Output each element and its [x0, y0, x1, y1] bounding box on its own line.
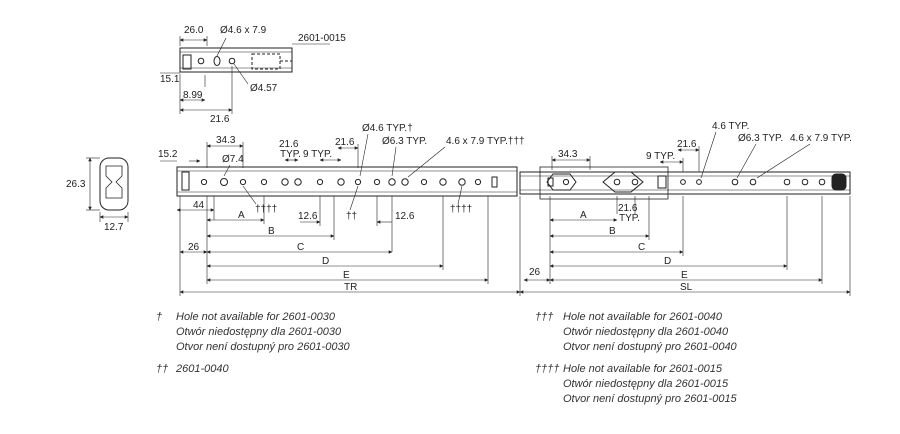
rail-left-typ: TYP. [280, 149, 301, 160]
note-line: Otvor není dostupný pro 2601-0040 [563, 341, 737, 353]
note-line: Otvor není dostupný pro 2601-0030 [176, 341, 350, 353]
note-line: Otwór niedostępny dla 2601-0015 [563, 378, 729, 390]
note-mark: † [156, 311, 163, 323]
note-line: Hole not available for 2601-0030 [176, 311, 336, 323]
rail-left-label-c: C [297, 242, 304, 253]
detail-hole-label: Ø4.6 x 7.9 [220, 25, 267, 36]
rail-left-hole-46: Ø4.6 TYP.† [362, 123, 413, 134]
rail-right-label-sl: SL [680, 282, 693, 293]
rail-left-dim-9-typ: 9 TYP. [303, 149, 332, 160]
rail-right-label-d: D [664, 256, 671, 267]
section-height: 26.3 [66, 179, 86, 190]
rail-left-mark-a: †††† [255, 204, 277, 215]
rail-left-dim-15-2: 15.2 [158, 149, 178, 160]
rail-left-dim-12-6a: 12.6 [298, 211, 318, 222]
note-line: Hole not available for 2601-0015 [563, 363, 723, 375]
rail-right-dim-34-3: 34.3 [558, 149, 578, 160]
rail-left-dimensions [160, 133, 521, 296]
rail-right-label-a: A [580, 210, 587, 221]
rail-right-body [519, 166, 851, 200]
rail-left-dim-21-6b: 21.6 [335, 137, 355, 148]
notes-left: † Hole not available for 2601-0030 Otwór… [156, 310, 350, 377]
rail-right-dim-21-6-typ: 21.6 [618, 203, 638, 214]
rail-left-slot: 4.6 x 7.9 TYP.††† [446, 136, 525, 147]
detail-dim-21-6: 21.6 [210, 114, 230, 125]
detail-dim-15-1: 15.1 [160, 74, 180, 85]
note-line: Otvor není dostupný pro 2601-0015 [563, 393, 737, 405]
detail-view [160, 36, 330, 114]
note-line: 2601-0040 [176, 363, 229, 375]
rail-right-dim-9-typ: 9 TYP. [646, 151, 675, 162]
rail-left-dim-12-6b: 12.6 [395, 211, 415, 222]
note-double-dagger: †† 2601-0040 [156, 362, 350, 377]
note-mark: †††† [535, 363, 560, 375]
rail-left-label-b: B [268, 226, 275, 237]
note-line: Otwór niedostępny dla 2601-0040 [563, 326, 729, 338]
notes-right: ††† Hole not available for 2601-0040 Otw… [535, 310, 737, 407]
rail-left-mark-b: †† [346, 211, 357, 222]
rail-left-body [176, 166, 518, 197]
detail-dim-26: 26.0 [184, 25, 204, 36]
rail-left-label-e: E [343, 270, 350, 281]
note-dagger: † Hole not available for 2601-0030 Otwór… [156, 310, 350, 355]
rail-right-dim-26: 26 [529, 267, 541, 278]
rail-right-dim-21-6: 21.6 [677, 139, 697, 150]
detail-hole-457: Ø4.57 [250, 83, 278, 94]
rail-left-mark-c: †††† [450, 204, 472, 215]
rail-left-dim-34-3: 34.3 [216, 135, 236, 146]
note-line: Otwór niedostępny dla 2601-0030 [176, 326, 342, 338]
rail-right-slot: 4.6 x 7.9 TYP. [790, 133, 852, 144]
rail-left-dim-21-6: 21.6 [279, 139, 299, 150]
note-quad-dagger: †††† Hole not available for 2601-0015 Ot… [535, 362, 737, 407]
rail-right-typ: TYP. [619, 213, 640, 224]
note-mark: ††† [535, 311, 554, 323]
rail-left-label-d: D [322, 256, 329, 267]
rail-right-dimensions [519, 131, 851, 296]
rail-right-label-c: C [638, 242, 645, 253]
rail-cross-section [86, 157, 129, 222]
rail-right-hole-46: 4.6 TYP. [712, 121, 749, 132]
detail-part-number: 2601-0015 [298, 33, 346, 44]
note-line: Hole not available for 2601-0040 [563, 311, 723, 323]
rail-left-hole-63: Ø6.3 TYP. [382, 136, 427, 147]
rail-left-dim-26: 26 [188, 242, 200, 253]
rail-left-dim-44: 44 [193, 200, 205, 211]
rail-right-label-e: E [681, 270, 688, 281]
rail-left-label-a: A [238, 210, 245, 221]
rail-left-label-tr: TR [344, 282, 357, 293]
section-width: 12.7 [104, 222, 124, 233]
note-mark: †† [156, 363, 169, 375]
rail-right-hole-63: Ø6.3 TYP. [738, 133, 783, 144]
detail-dim-8-99: 8.99 [183, 90, 203, 101]
rail-right-label-b: B [609, 226, 616, 237]
rail-left-hole-74: Ø7.4 [222, 154, 244, 165]
note-triple-dagger: ††† Hole not available for 2601-0040 Otw… [535, 310, 737, 355]
